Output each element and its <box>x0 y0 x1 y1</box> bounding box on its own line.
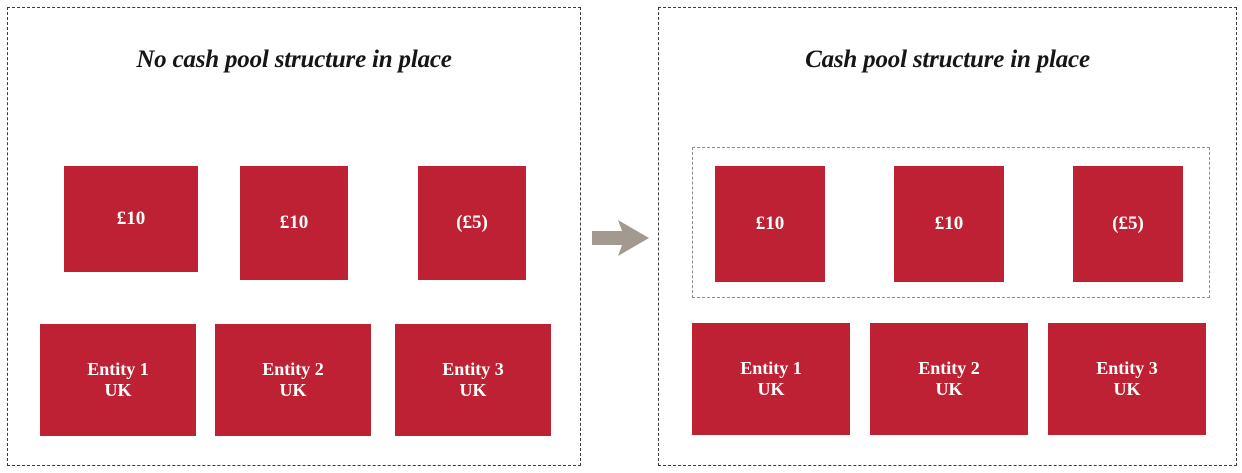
cash-box-entity-1: £10 <box>64 166 198 272</box>
entity-name: Entity 2 <box>262 359 324 380</box>
panel-cash-pool: Cash pool structure in place £10 £10 (£5… <box>658 7 1237 466</box>
entity-country: UK <box>757 379 785 399</box>
entity-name: Entity 1 <box>740 358 802 379</box>
entity-box-2: Entity 2 UK <box>870 323 1028 435</box>
entity-country: UK <box>1113 379 1141 399</box>
pooled-cash-box-entity-3: (£5) <box>1073 166 1183 282</box>
cash-box-entity-3: (£5) <box>418 166 526 280</box>
entity-country: UK <box>104 380 132 400</box>
cash-box-entity-2: £10 <box>240 166 348 280</box>
entity-box-1: Entity 1 UK <box>692 323 850 435</box>
entity-name: Entity 2 <box>918 358 980 379</box>
entity-country: UK <box>459 380 487 400</box>
right-arrow-icon <box>592 220 649 256</box>
pooled-cash-box-entity-1: £10 <box>715 166 825 282</box>
entity-name: Entity 3 <box>1096 358 1158 379</box>
entity-country: UK <box>935 379 963 399</box>
entity-name: Entity 3 <box>442 359 504 380</box>
panel-no-cash-pool: No cash pool structure in place £10 £10 … <box>7 7 581 466</box>
entity-box-1: Entity 1 UK <box>40 324 196 436</box>
panel-right-title: Cash pool structure in place <box>805 46 1090 73</box>
entity-box-3: Entity 3 UK <box>1048 323 1206 435</box>
pooled-cash-box-entity-2: £10 <box>894 166 1004 282</box>
entity-box-2: Entity 2 UK <box>215 324 371 436</box>
panel-left-title: No cash pool structure in place <box>136 46 452 73</box>
entity-country: UK <box>279 380 307 400</box>
entity-box-3: Entity 3 UK <box>395 324 551 436</box>
entity-name: Entity 1 <box>87 359 149 380</box>
